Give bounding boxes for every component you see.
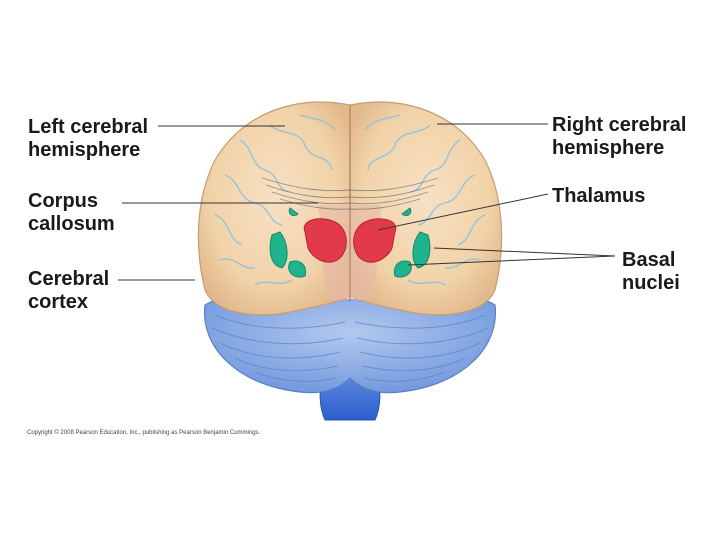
corpus-callosum-shape <box>261 177 439 210</box>
label-line: Corpus <box>28 190 98 212</box>
label-left-cerebral-hemisphere: Left cerebral hemisphere <box>28 116 148 162</box>
label-line: callosum <box>28 213 115 235</box>
label-basal-nuclei: Basal nuclei <box>622 249 680 295</box>
basal-nuclei-shapes <box>269 207 431 278</box>
cerebellum-folia <box>211 314 489 382</box>
label-line: hemisphere <box>552 137 665 159</box>
label-line: Thalamus <box>552 185 646 207</box>
copyright-notice: Copyright © 2008 Pearson Education, Inc.… <box>27 430 261 436</box>
label-line: Basal <box>622 249 676 271</box>
label-cerebral-cortex: Cerebral cortex <box>28 268 109 314</box>
label-line: Left cerebral <box>28 116 149 138</box>
label-line: nuclei <box>622 272 680 294</box>
thalamus-shape-left <box>303 218 347 263</box>
thalamus-shape-right <box>353 218 397 263</box>
leader-lines <box>118 123 616 281</box>
label-corpus-callosum: Corpus callosum <box>28 190 115 236</box>
label-line: Right cerebral <box>552 114 687 136</box>
label-line: cortex <box>28 291 89 313</box>
label-line: hemisphere <box>28 139 141 161</box>
label-line: Cerebral <box>28 268 110 290</box>
gyri-lines <box>214 114 486 286</box>
label-right-cerebral-hemisphere: Right cerebral hemisphere <box>552 114 686 160</box>
label-thalamus: Thalamus <box>552 185 645 208</box>
